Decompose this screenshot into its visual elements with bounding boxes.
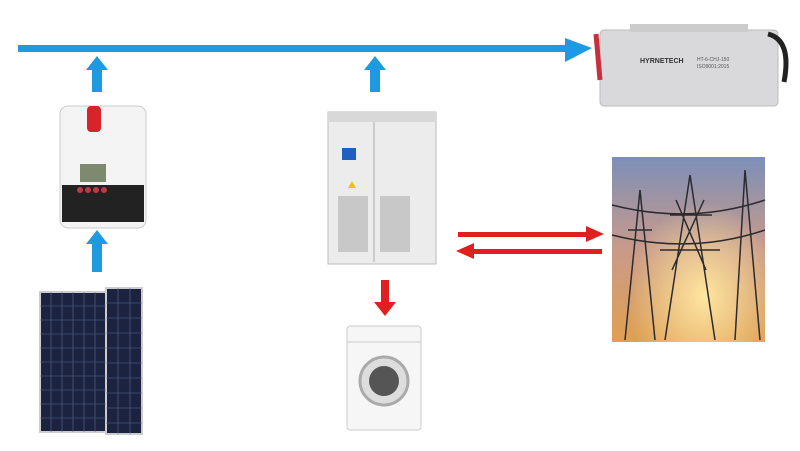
charge-controller [59, 105, 147, 229]
inverter-cabinet [327, 111, 437, 265]
inverter-to-bus-up-arrow-icon [364, 56, 386, 92]
battery-red-cable [593, 33, 603, 81]
controller-to-bus-up-arrow-icon [86, 56, 108, 92]
controller-buttons [77, 187, 107, 193]
cabinet-top-trim [328, 112, 436, 122]
dc-bus-arrowhead-icon [565, 38, 592, 62]
controller-terminal-block [62, 185, 144, 222]
battery-model: HT-6-CHJ-150 [697, 57, 730, 63]
battery [593, 24, 789, 107]
controller-lcd-screen [80, 164, 106, 182]
cabinet-vent-right [380, 196, 410, 252]
battery-case [599, 29, 779, 107]
battery-cert: ISO9001:2015 [697, 64, 730, 70]
power-grid-image [611, 157, 766, 342]
solar-panels [39, 287, 143, 435]
cabinet-display-panel [342, 148, 356, 160]
controller-red-badge [87, 106, 101, 132]
inverter-to-grid-right-arrow-icon [458, 226, 604, 242]
dc-bus-bar [18, 45, 578, 52]
dc-bus-line [18, 38, 592, 62]
washer-door-glass [369, 366, 399, 396]
grid-to-inverter-left-arrow-icon [456, 243, 602, 259]
transmission-towers [611, 169, 766, 341]
battery-lid [630, 24, 748, 32]
inverter-to-load-down-arrow-icon [374, 280, 396, 316]
battery-brand: HYRNETECH [640, 58, 684, 65]
cabinet-vent-left [338, 196, 368, 252]
battery-black-cable [767, 31, 789, 83]
solar-panel-back [105, 287, 143, 435]
warning-triangle-icon [348, 181, 356, 188]
panels-to-controller-up-arrow-icon [86, 230, 108, 272]
bidirectional-arrows [456, 226, 604, 259]
solar-cell-grid [40, 288, 142, 434]
washing-machine [346, 325, 422, 431]
blue-up-arrows [86, 56, 386, 272]
